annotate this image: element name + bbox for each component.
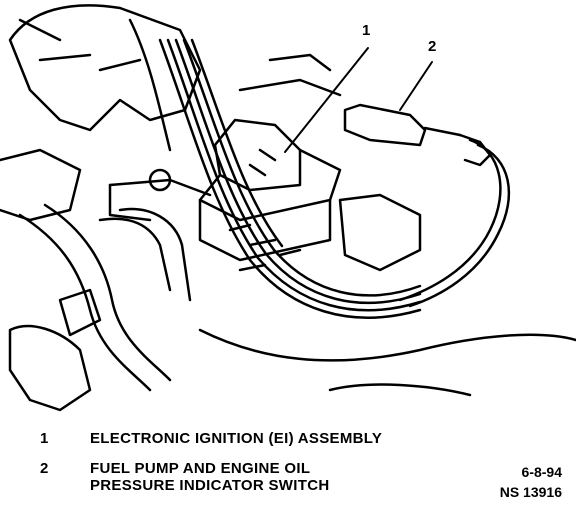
- ignition-wires: [158, 38, 422, 319]
- legend-item-2: 2 FUEL PUMP AND ENGINE OIL PRESSURE INDI…: [40, 460, 329, 494]
- hoses: [18, 18, 192, 392]
- doc-number: NS 13916: [499, 484, 562, 500]
- callout-1: 1: [362, 22, 371, 39]
- legend-item-1: 1 ELECTRONIC IGNITION (EI) ASSEMBLY: [40, 430, 382, 447]
- legend-label-line-1: FUEL PUMP AND ENGINE OIL: [90, 460, 311, 477]
- legend-label: ELECTRONIC IGNITION (EI) ASSEMBLY: [90, 430, 383, 447]
- doc-date: 6-8-94: [521, 464, 562, 480]
- legend-label: FUEL PUMP AND ENGINE OIL PRESSURE INDICA…: [90, 460, 329, 494]
- legend-number: 1: [40, 430, 49, 447]
- legend-label-line-2: PRESSURE INDICATOR SWITCH: [90, 477, 330, 494]
- callout-2: 2: [428, 38, 437, 55]
- legend-number: 2: [40, 460, 49, 477]
- pressure-switch: [343, 103, 511, 308]
- engine-block-left: [0, 4, 202, 412]
- ignition-assembly: [108, 118, 342, 272]
- engine-block-right: [198, 53, 576, 397]
- leader-lines: [284, 47, 433, 153]
- engine-illustration: [0, 4, 576, 412]
